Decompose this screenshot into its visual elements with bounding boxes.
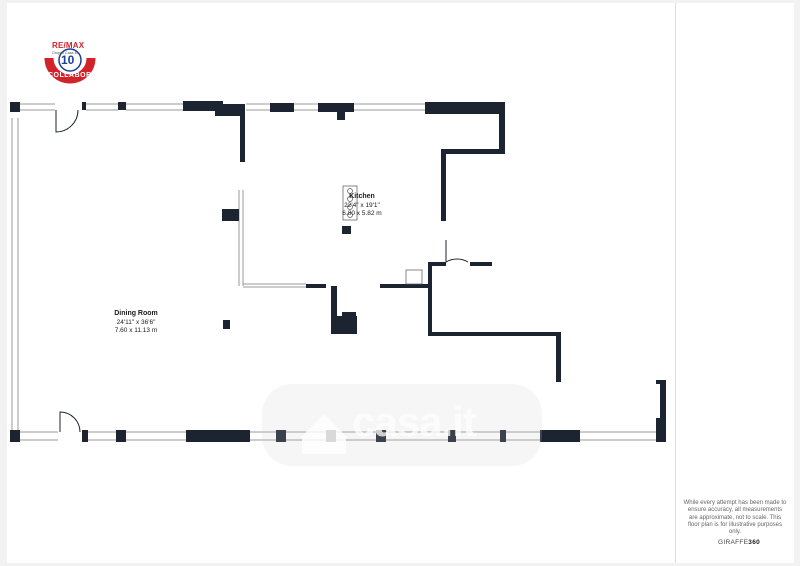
window [386, 431, 448, 441]
wall [331, 316, 357, 334]
wall [215, 104, 245, 116]
casa-it-watermark [262, 384, 542, 466]
logo-brand-text: RE/MAX [52, 41, 85, 50]
wall [222, 209, 239, 221]
wall [342, 226, 351, 234]
wall [337, 112, 345, 120]
wall [240, 112, 245, 162]
wall [270, 103, 294, 112]
wall [118, 102, 126, 110]
wall [376, 430, 386, 442]
wall [660, 380, 666, 442]
wall [441, 149, 446, 221]
room-dim-metric: 6.80 x 5.82 m [342, 210, 381, 217]
wall [82, 430, 88, 442]
wall [448, 430, 456, 442]
info-panel-divider [675, 3, 676, 563]
wall [500, 430, 506, 442]
room-dim-imperial: 22'4" x 19'1" [344, 202, 380, 209]
window [88, 431, 116, 441]
room-dim-metric: 7.60 x 11.13 m [115, 327, 158, 334]
room-labels: Kitchen 22'4" x 19'1" 6.80 x 5.82 m Dini… [114, 193, 381, 334]
windows [11, 103, 656, 441]
wall [441, 149, 505, 154]
window [580, 431, 656, 441]
wall [428, 262, 432, 336]
window [20, 431, 58, 441]
wall [470, 262, 492, 266]
disclaimer-text: While every attempt has been made to ens… [683, 500, 787, 536]
wall [540, 430, 580, 442]
room-name: Dining Room [114, 310, 158, 317]
wall [10, 102, 20, 112]
wall [276, 430, 286, 442]
door-swing [55, 109, 79, 133]
credit-suffix: 360 [748, 539, 761, 546]
window [506, 431, 540, 441]
logo-badge-word: COLLABORO [48, 72, 98, 79]
door-swing [59, 411, 81, 433]
column [223, 320, 230, 329]
window [294, 103, 318, 111]
wall [428, 262, 446, 266]
wall [342, 312, 356, 320]
door-swing [445, 240, 469, 263]
credit-prefix: GIRAFFE [718, 539, 749, 546]
walls [10, 101, 666, 442]
window [246, 103, 270, 111]
wall [82, 102, 86, 110]
window [20, 103, 55, 111]
floor-plan-sheet [7, 3, 794, 563]
window [354, 103, 425, 111]
wall [428, 332, 560, 336]
wall [183, 101, 223, 111]
wall [656, 418, 666, 442]
room-name: Kitchen [349, 193, 375, 200]
wall [380, 284, 432, 288]
wall [331, 286, 337, 334]
window [250, 431, 276, 441]
window [126, 431, 186, 441]
window [456, 431, 500, 441]
logo-badge-number: 10 [61, 53, 75, 67]
wall [318, 103, 354, 112]
wall [425, 102, 505, 114]
window [238, 190, 306, 288]
room-dim-imperial: 24'11" x 36'6" [117, 319, 156, 326]
cooktop [342, 185, 423, 285]
wall [10, 430, 20, 442]
giraffe360-credit: GIRAFFE360 [718, 539, 760, 546]
doors [55, 109, 469, 433]
remax-collaboro-logo [44, 48, 96, 84]
watermark-text: casa.it [352, 398, 477, 445]
wall [116, 430, 126, 442]
wall [499, 106, 505, 154]
wall [556, 332, 561, 382]
wall [186, 430, 250, 442]
logo-subtext: Gruppo Casa 40 [52, 51, 79, 55]
window [126, 103, 183, 111]
wall [306, 284, 326, 288]
window [11, 118, 19, 440]
window [86, 103, 118, 111]
